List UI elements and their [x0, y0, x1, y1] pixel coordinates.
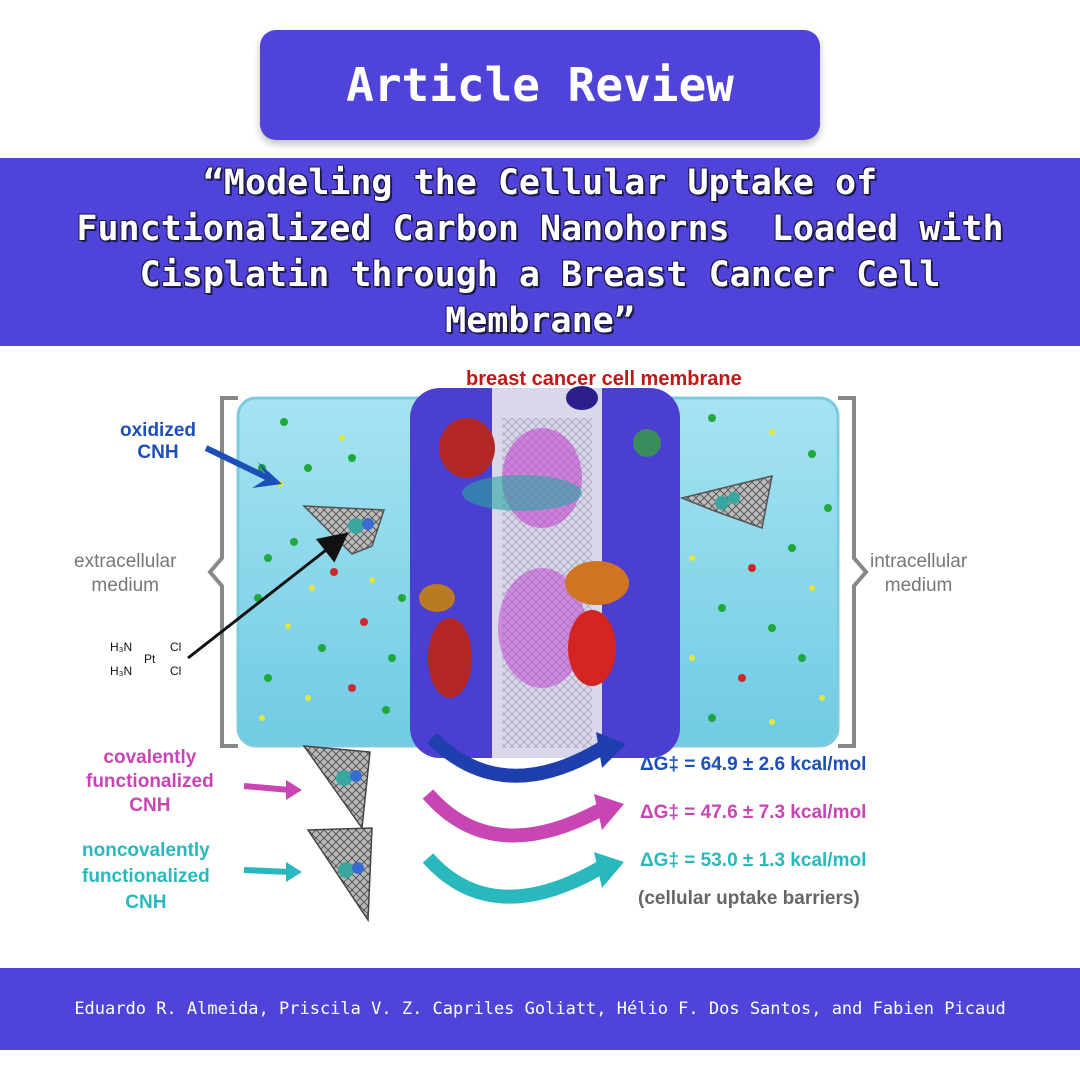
covalent-pointer-arrow — [243, 783, 291, 793]
barrier-covalent: ΔG‡ = 47.6 ± 7.3 kcal/mol — [640, 802, 867, 823]
noncovalent-cnh-label: noncovalently functionalized CNH — [82, 838, 210, 916]
noncovalent-pointer-arrow — [243, 867, 291, 875]
authors-text: Eduardo R. Almeida, Priscila V. Z. Capri… — [74, 999, 1006, 1019]
cisplatin-structure: H₃N H₃N Pt Cl Cl — [110, 640, 190, 684]
barrier-caption: (cellular uptake barriers) — [638, 888, 860, 909]
covalent-uptake-arrow — [422, 789, 604, 843]
title-line-1: “Modeling the Cellular Uptake of — [202, 163, 878, 203]
cisplatin-cl-top: Cl — [170, 640, 182, 654]
noncovalent-line-2: functionalized — [82, 866, 210, 887]
noncovalent-line-3: CNH — [125, 892, 167, 913]
noncovalent-cnh-cone — [306, 827, 373, 923]
extracellular-line-2: medium — [91, 575, 159, 596]
covalent-cnh-cone — [302, 745, 371, 831]
cisplatin-h3n-bottom: H₃N — [110, 664, 133, 678]
article-title: “Modeling the Cellular Uptake of Functio… — [76, 160, 1003, 344]
title-line-3: Cisplatin through a Breast Cancer Cell — [139, 255, 941, 295]
article-figure: breast cancer cell membrane oxidized CNH… — [72, 358, 1004, 928]
barrier-noncovalent: ΔG‡ = 53.0 ± 1.3 kcal/mol — [640, 850, 867, 871]
covalent-line-2: functionalized — [86, 771, 214, 792]
authors-band: Eduardo R. Almeida, Priscila V. Z. Capri… — [0, 968, 1080, 1050]
covalent-cnh-label: covalently functionalized CNH — [86, 746, 214, 818]
cisplatin-cl-bottom: Cl — [170, 664, 182, 678]
title-line-4: Membrane” — [445, 301, 635, 341]
intracellular-cnh — [679, 474, 773, 530]
intracellular-line-2: medium — [884, 575, 953, 596]
noncovalent-line-1: noncovalently — [82, 840, 210, 861]
intracellular-line-1: intracellular — [870, 551, 968, 572]
badge-label: Article Review — [346, 58, 734, 112]
covalent-line-3: CNH — [129, 795, 171, 816]
oxidized-line-1: oxidized — [120, 420, 197, 441]
left-bracket — [207, 396, 238, 748]
cisplatin-arrow — [187, 532, 349, 660]
extracellular-label: extracellular medium — [74, 550, 176, 598]
oxidized-uptake-arrow — [427, 732, 606, 783]
membrane-label: breast cancer cell membrane — [466, 368, 742, 390]
extracellular-line-1: extracellular — [74, 551, 177, 572]
extracellular-cnh — [302, 505, 386, 555]
covalent-line-1: covalently — [103, 747, 197, 768]
cisplatin-pt: Pt — [144, 652, 156, 666]
cisplatin-h3n-top: H₃N — [110, 640, 133, 654]
oxidized-cnh-label: oxidized CNH — [120, 420, 196, 464]
right-bracket — [838, 396, 869, 748]
figure-illustration — [187, 386, 869, 923]
article-review-badge: Article Review — [260, 30, 820, 140]
barrier-oxidized: ΔG‡ = 64.9 ± 2.6 kcal/mol — [640, 754, 867, 775]
intracellular-label: intracellular medium — [870, 550, 967, 598]
noncovalent-uptake-arrow — [422, 853, 604, 904]
title-band: “Modeling the Cellular Uptake of Functio… — [0, 158, 1080, 346]
oxidized-line-2: CNH — [137, 442, 179, 463]
title-line-2: Functionalized Carbon Nanohorns Loaded w… — [76, 209, 1004, 249]
membrane-protein — [410, 386, 680, 758]
oxidized-arrow — [204, 445, 270, 481]
